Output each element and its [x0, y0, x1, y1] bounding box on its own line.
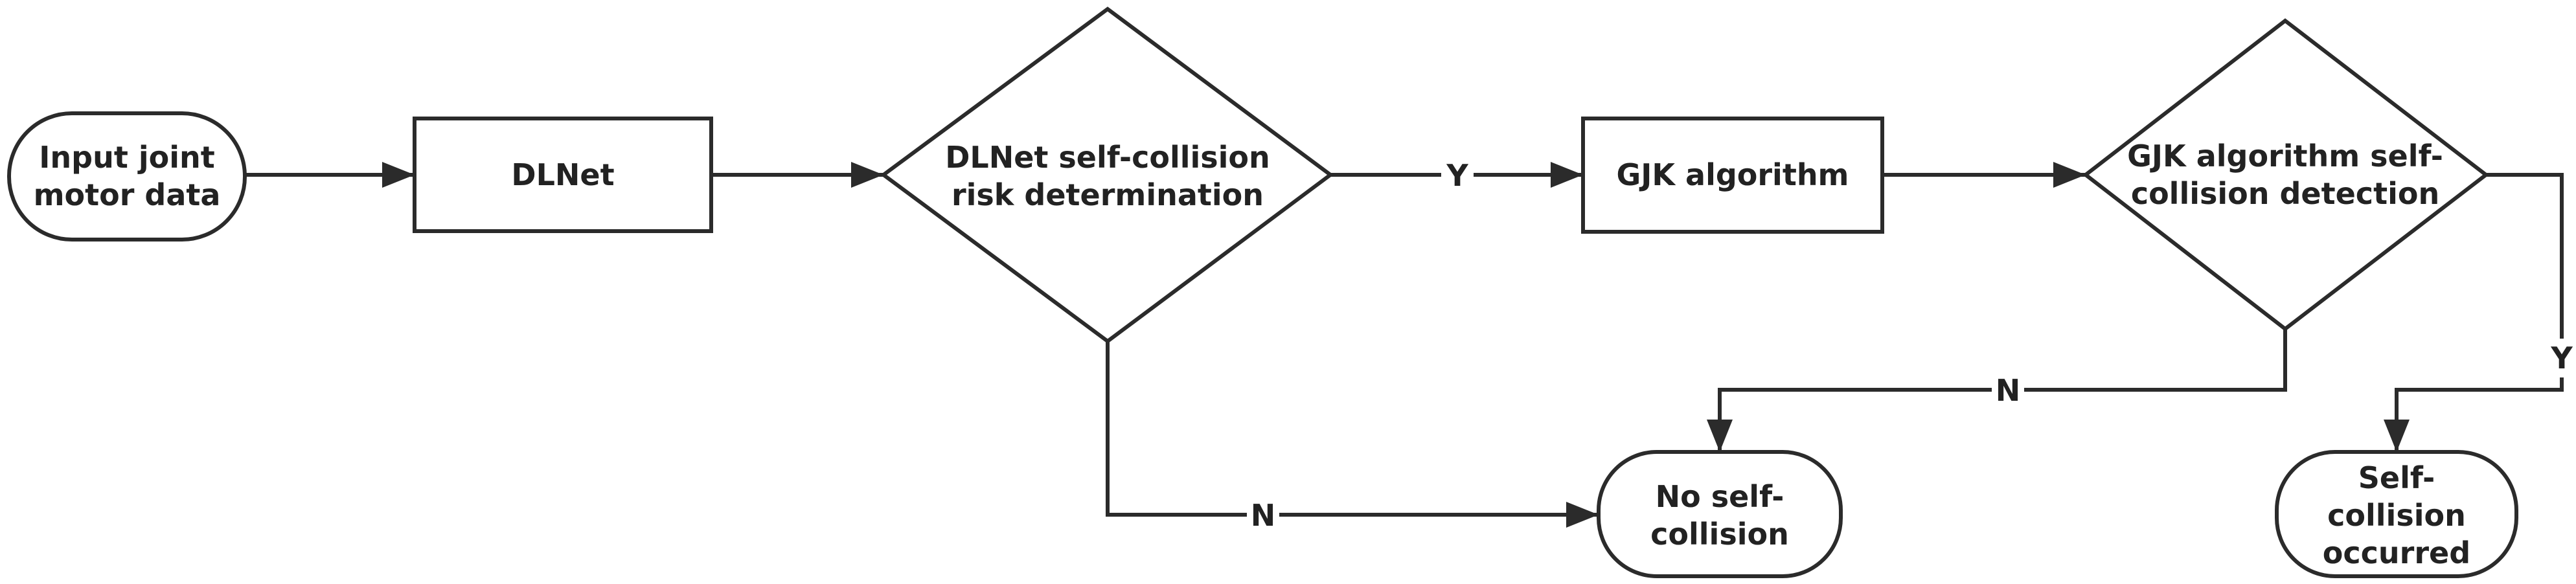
edge-label-gjk-no: N	[1996, 373, 2021, 408]
node-label-line: DLNet self-collision	[945, 140, 1270, 175]
label-dlnet: DLNet	[511, 157, 614, 192]
node-label-line: collision	[2327, 498, 2466, 533]
node-label-line: collision detection	[2131, 176, 2439, 211]
node-self-collision-occurred	[2275, 450, 2518, 578]
node-label-line: occurred	[2323, 535, 2470, 570]
label-gjk-decision: GJK algorithm self-collision detection	[2127, 139, 2443, 211]
node-label-line: DLNet	[511, 157, 614, 192]
node-label-line: motor data	[34, 177, 221, 212]
node-label-line: collision	[1650, 517, 1789, 552]
edge-label-dlnet-no: N	[1251, 498, 1276, 533]
node-input-joint-motor-data	[7, 111, 247, 241]
label-no-self-collision: No self-collision	[1650, 479, 1789, 552]
edge-label-gjk-yes: Y	[2550, 341, 2573, 376]
node-dlnet	[413, 117, 713, 233]
node-dlnet-decision	[880, 6, 1334, 344]
edge-dlnet-decision-no	[1106, 341, 1599, 528]
node-gjk-decision	[2082, 18, 2489, 331]
node-label-line: GJK algorithm	[1617, 157, 1849, 192]
node-label-line: No self-	[1656, 479, 1784, 514]
node-label-line: Self-	[2358, 460, 2435, 495]
node-label-line: GJK algorithm self-	[2127, 139, 2443, 174]
node-label-line: Input joint	[39, 140, 214, 175]
node-label-line: risk determination	[952, 177, 1264, 212]
edge-label-dlnet-yes: Y	[1446, 158, 1468, 193]
node-no-self-collision	[1597, 450, 1843, 578]
edge-gjk-decision-yes	[2384, 173, 2564, 452]
label-gjk-algorithm: GJK algorithm	[1617, 157, 1849, 192]
node-gjk-algorithm	[1581, 117, 1884, 234]
